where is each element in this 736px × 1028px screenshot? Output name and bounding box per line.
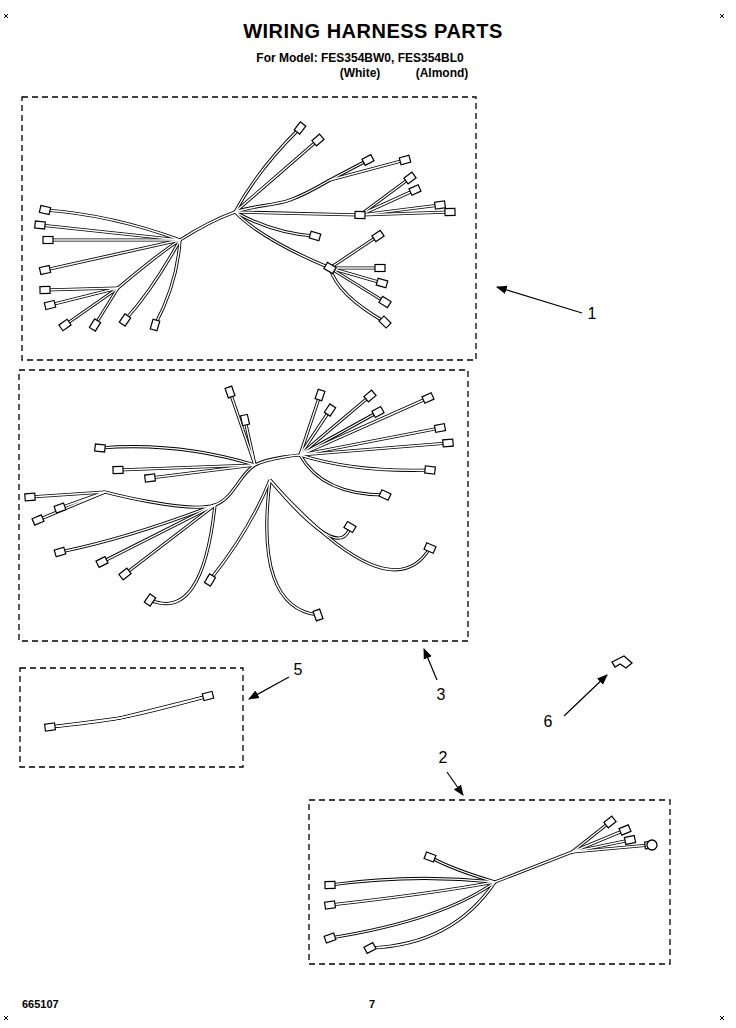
wire-clip <box>612 656 632 668</box>
leader-arrow <box>447 772 463 795</box>
dashed-outline <box>309 800 670 964</box>
document-number: 665107 <box>22 998 59 1010</box>
dashed-outline <box>22 97 476 360</box>
leader-arrow <box>564 675 607 716</box>
corner-mark <box>720 14 724 18</box>
dashed-outline <box>20 668 243 767</box>
leader-arrow <box>497 287 582 313</box>
corner-mark <box>4 1016 8 1020</box>
page-number: 7 <box>369 998 375 1010</box>
callout-number: 2 <box>439 749 448 767</box>
jumper-wire <box>45 691 214 731</box>
wiring-harness <box>25 386 453 621</box>
color-note: (Almond) <box>416 67 469 80</box>
callout-number: 3 <box>437 686 446 704</box>
wiring-harness <box>35 122 455 331</box>
callout-number: 5 <box>294 661 303 679</box>
color-note: (White) <box>340 67 381 80</box>
corner-mark <box>720 1016 724 1020</box>
callout-number: 1 <box>588 305 597 323</box>
leader-arrow <box>424 649 437 680</box>
corner-mark <box>4 14 8 18</box>
diagram-title: WIRING HARNESS PARTS <box>243 20 503 42</box>
ring-terminal <box>647 840 657 850</box>
callout-number: 6 <box>544 713 553 731</box>
dashed-outline <box>19 370 468 641</box>
leader-arrow <box>249 677 289 699</box>
wiring-harness <box>324 816 655 953</box>
model-note: For Model: FES354BW0, FES354BL0 <box>256 52 463 65</box>
